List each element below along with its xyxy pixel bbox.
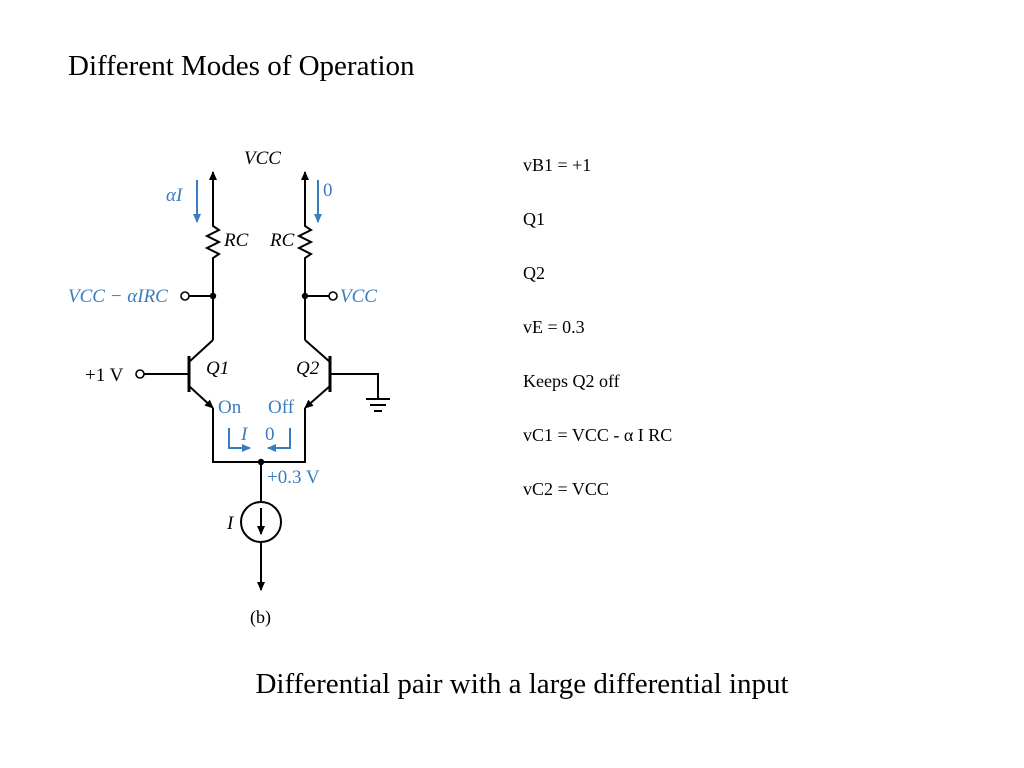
note-vb1: vB1 = +1 [523,155,592,175]
collector-voltage-right: VCC [340,286,377,307]
resistor-left [204,222,222,262]
note-vc2: vC2 = VCC [523,479,609,499]
q2-label: Q2 [296,358,320,379]
input-label: +1 V [85,365,124,386]
q1-emitter [188,385,214,409]
current-source-label: I [226,513,235,534]
note-keeps-q2-off: Keeps Q2 off [523,371,620,391]
note-ve: vE = 0.3 [523,317,585,337]
note-q2: Q2 [523,263,545,283]
emitter-current-arrow-right [267,428,291,452]
supply-label: VCC [244,148,281,169]
q1-collector [188,339,214,363]
slide-caption: Differential pair with a large different… [255,668,789,700]
notes-list: vB1 = +1 Q1 Q2 vE = 0.3 Keeps Q2 off vC1… [523,153,672,531]
q2-collector [304,339,331,363]
q1-state-label: On [218,397,242,418]
emitter-current-label-left: I [240,424,249,445]
collector-terminal-left [180,291,190,301]
collector-terminal-right [328,291,338,301]
slide-title: Different Modes of Operation [68,50,415,82]
figure-label: (b) [250,607,271,628]
emitter-current-label-right: 0 [265,424,275,445]
resistor-label-left: RC [223,230,249,251]
resistor-right [296,222,314,262]
q1-label: Q1 [206,358,229,379]
emitter-current-arrow-left [228,428,251,452]
q2-emitter [304,385,331,409]
resistor-label-right: RC [269,230,295,251]
collector-voltage-left: VCC − αIRC [68,286,168,307]
note-vc1: vC1 = VCC - α I RC [523,425,673,445]
q2-base-to-ground [330,373,379,398]
q2-state-label: Off [268,397,295,418]
current-label-left: αI [166,185,184,206]
emitter-voltage-label: +0.3 V [267,467,320,488]
note-q1: Q1 [523,209,545,229]
input-terminal [135,369,145,379]
current-label-right: 0 [323,180,333,201]
